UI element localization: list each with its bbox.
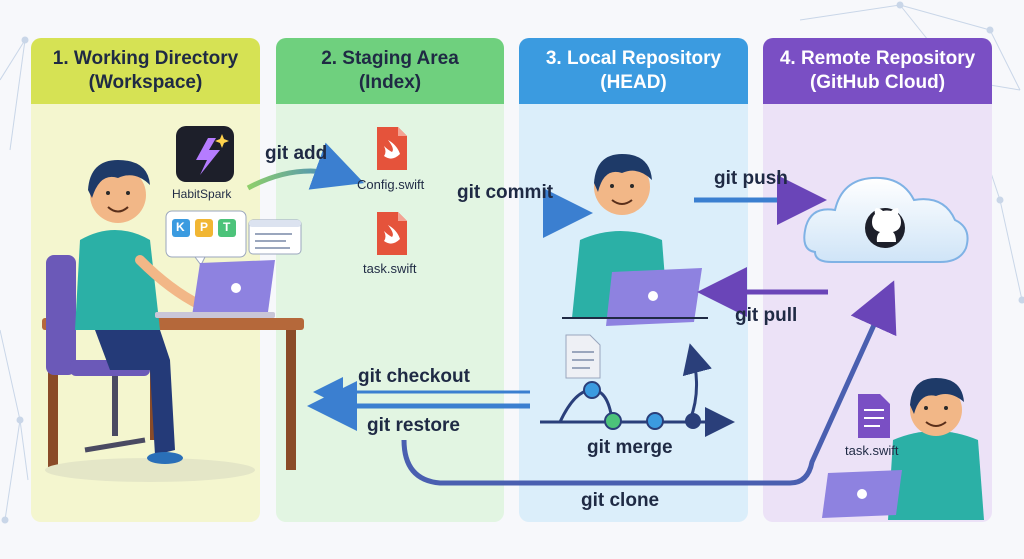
- remote-task-file-icon: [858, 394, 890, 438]
- kpt-board: [165, 210, 247, 266]
- git-merge-label: git merge: [587, 437, 673, 458]
- git-checkout-label: git checkout: [358, 366, 470, 387]
- kpt-p: P: [200, 220, 209, 234]
- column-title-working-directory: 1. Working Directory (Workspace): [31, 38, 260, 104]
- swift-file-config-icon: [377, 127, 407, 170]
- git-add-label: git add: [265, 143, 328, 164]
- kpt-t: T: [223, 220, 231, 234]
- git-clone-label: git clone: [581, 490, 660, 511]
- developer-at-desk: [42, 160, 304, 482]
- habitspark-app-label: HabitSpark: [172, 187, 232, 201]
- merge-graph: [540, 343, 735, 437]
- developer-remote: [822, 378, 984, 520]
- git-restore-label: git restore: [367, 415, 460, 436]
- column-title-local-repository: 3. Local Repository (HEAD): [519, 38, 748, 104]
- git-clone-arrow: [401, 280, 897, 486]
- swift-file-task-icon: [377, 212, 407, 255]
- column-title-remote-repository: 4. Remote Repository (GitHub Cloud): [763, 38, 992, 104]
- developer-local: [562, 154, 708, 326]
- browser-card: [248, 219, 302, 255]
- document-icon: [565, 334, 601, 379]
- remote-file-task-label: task.swift: [845, 443, 899, 458]
- file-config-label: Config.swift: [357, 177, 425, 192]
- git-pull-label: git pull: [735, 305, 798, 326]
- column-title-staging-area: 2. Staging Area (Index): [276, 38, 504, 104]
- file-task-label: task.swift: [363, 261, 417, 276]
- git-add-arrow: [246, 142, 365, 191]
- git-push-label: git push: [714, 168, 788, 189]
- habitspark-app-icon: [176, 126, 234, 182]
- git-commit-label: git commit: [457, 182, 554, 203]
- kpt-k: K: [176, 220, 185, 234]
- github-cloud-icon: [803, 176, 969, 263]
